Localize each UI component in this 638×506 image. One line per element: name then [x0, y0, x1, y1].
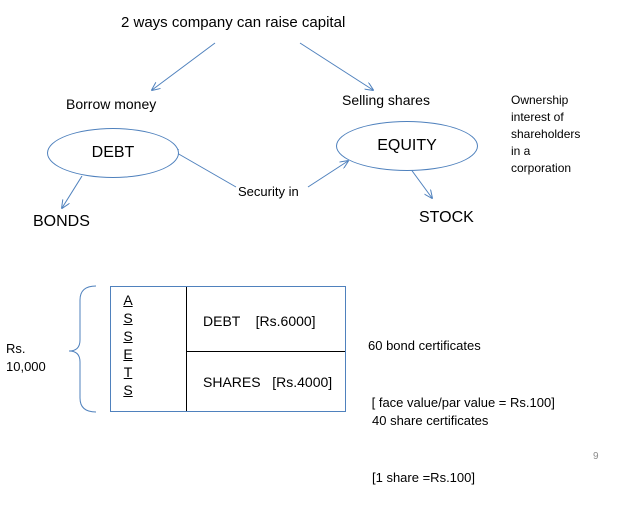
page-number: 9: [593, 451, 599, 462]
share-certificates-note: 40 share certificates [1 share =Rs.100]: [372, 373, 488, 506]
arrow-to-bonds: [62, 175, 83, 208]
equity-note-line: Ownership: [511, 93, 569, 107]
total-assets-value: 10,000: [6, 359, 46, 374]
total-assets-prefix: Rs.: [6, 341, 26, 356]
assets-letter: S: [123, 310, 133, 326]
assets-table: [110, 286, 346, 412]
stock-label: STOCK: [419, 209, 474, 226]
assets-letter: A: [123, 292, 133, 308]
diagram-title: 2 ways company can raise capital: [121, 14, 346, 31]
shares-amount-cell: SHARES [Rs.4000]: [203, 374, 333, 390]
equity-note-line: interest of: [511, 110, 564, 124]
debt-amount-cell: DEBT [Rs.6000]: [203, 313, 316, 329]
borrow-money-label: Borrow money: [66, 96, 157, 112]
assets-letter: E: [123, 346, 133, 362]
arrow-to-selling: [299, 42, 373, 90]
equity-note-line: in a: [511, 144, 531, 158]
bonds-label: BONDS: [33, 213, 90, 230]
equity-node: EQUITY: [336, 121, 478, 171]
note-line: [1 share =Rs.100]: [372, 470, 475, 485]
assets-vertical-label: A S S E T S: [121, 291, 135, 399]
assets-row-divider: [187, 351, 345, 352]
assets-letter: T: [123, 364, 133, 380]
security-in-label: Security in: [238, 184, 299, 199]
assets-column-divider: [186, 287, 187, 411]
bond-certificates-note: 60 bond certificates [ face value/par va…: [368, 298, 555, 431]
arrow-to-borrow: [152, 42, 216, 90]
note-line: [ face value/par value = Rs.100]: [368, 395, 555, 410]
debt-node-label: DEBT: [91, 144, 135, 161]
selling-shares-label: Selling shares: [342, 92, 430, 108]
equity-note-line: corporation: [511, 161, 572, 175]
equity-node-label: EQUITY: [377, 137, 437, 154]
equity-note-line: shareholders: [511, 127, 581, 141]
connector-arrows: [0, 42, 638, 413]
debt-node: DEBT: [47, 128, 179, 178]
note-line: 40 share certificates: [372, 413, 489, 428]
assets-letter: S: [123, 382, 133, 398]
arrow-to-stock: [409, 167, 432, 198]
equity-note: Ownership interest of shareholders in a …: [511, 92, 580, 177]
arrow-security-to-debt: [170, 149, 237, 188]
assets-brace: [68, 285, 97, 413]
assets-letter: S: [123, 328, 133, 344]
note-line: 60 bond certificates: [368, 338, 481, 353]
total-assets-label: Rs. 10,000: [6, 340, 46, 376]
arrow-security-to-equity: [307, 161, 348, 188]
